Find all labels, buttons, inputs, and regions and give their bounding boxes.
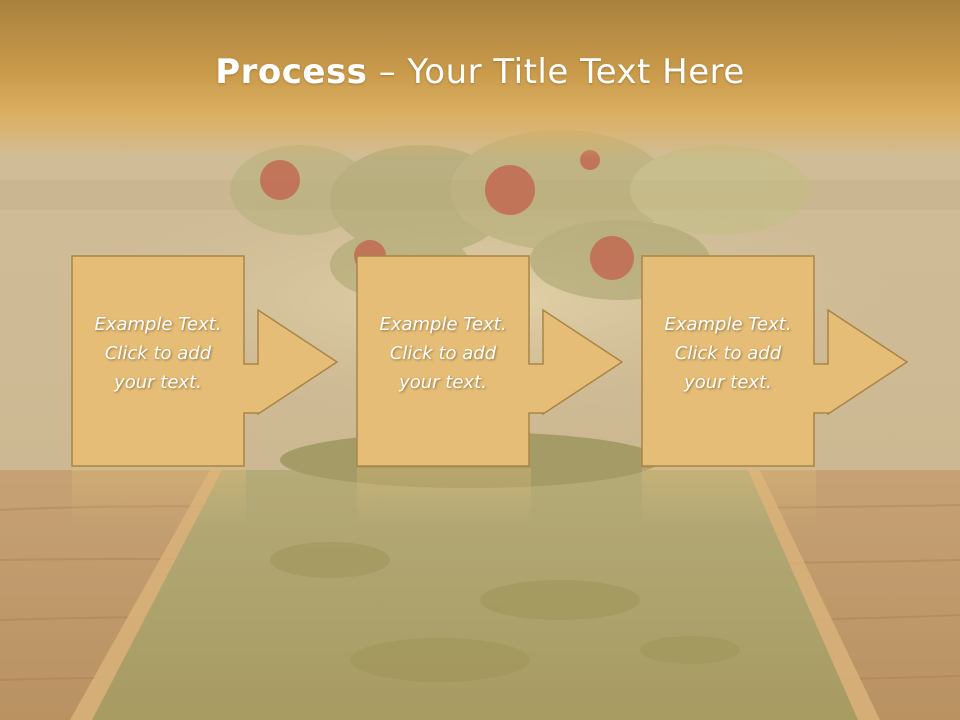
step-2-arrow-shape: [356, 255, 624, 467]
step-1-line-3: your text.: [114, 372, 202, 393]
step-1-line-1: Example Text.: [94, 314, 222, 335]
title-bold-text: Process: [215, 52, 368, 92]
step-3-text: Example Text. Click to add your text.: [642, 310, 814, 397]
step-1-line-2: Click to add: [104, 343, 212, 364]
step-2-line-3: your text.: [399, 372, 487, 393]
step-2-line-1: Example Text.: [379, 314, 507, 335]
process-step-1[interactable]: Example Text. Click to add your text.: [71, 255, 342, 468]
process-step-2[interactable]: Example Text. Click to add your text.: [356, 255, 627, 468]
process-step-3[interactable]: Example Text. Click to add your text.: [641, 255, 912, 468]
step-2-reflection: [357, 468, 531, 528]
slide-title[interactable]: Process – Your Title Text Here: [0, 52, 960, 92]
step-3-line-2: Click to add: [674, 343, 782, 364]
step-1-text: Example Text. Click to add your text.: [72, 310, 244, 397]
step-1-reflection: [72, 468, 246, 528]
title-rest-text: – Your Title Text Here: [367, 52, 745, 92]
step-2-text: Example Text. Click to add your text.: [357, 310, 529, 397]
title-band: [0, 0, 960, 160]
step-1-arrow-shape: [71, 255, 339, 467]
step-3-line-3: your text.: [684, 372, 772, 393]
step-3-arrow-shape: [641, 255, 909, 467]
step-3-line-1: Example Text.: [664, 314, 792, 335]
step-3-reflection: [642, 468, 816, 528]
step-2-line-2: Click to add: [389, 343, 497, 364]
